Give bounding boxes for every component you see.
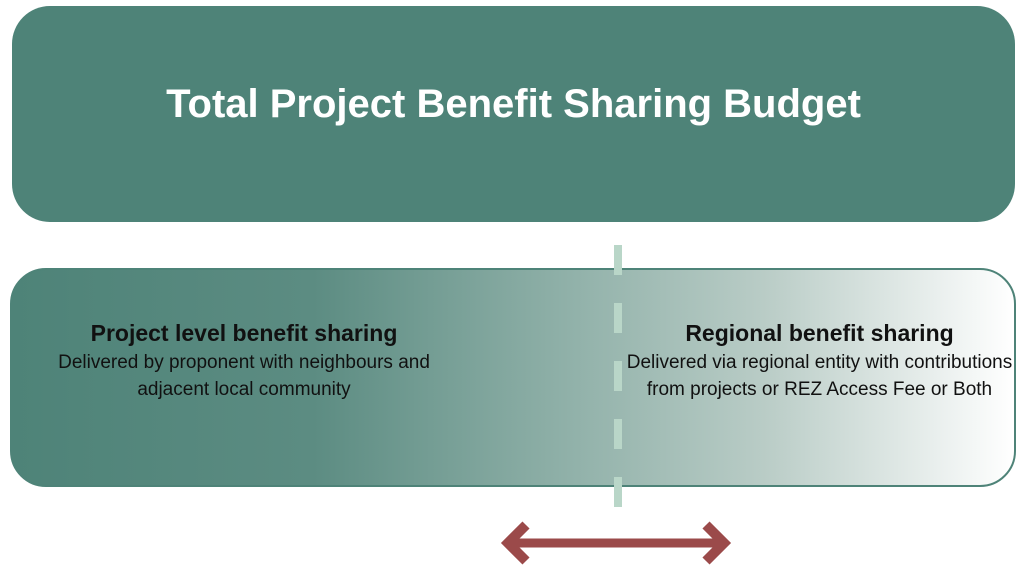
dashed-divider: [614, 245, 622, 510]
project-level-heading: Project level benefit sharing: [90, 320, 398, 346]
double-arrow-icon: [500, 521, 732, 565]
project-level-block: Project level benefit sharing Delivered …: [52, 320, 436, 403]
total-budget-box: Total Project Benefit Sharing Budget: [12, 6, 1015, 222]
regional-block: Regional benefit sharing Delivered via r…: [622, 320, 1017, 403]
regional-description: Delivered via regional entity with contr…: [626, 352, 1013, 400]
regional-heading: Regional benefit sharing: [685, 320, 954, 346]
benefit-sharing-spectrum: Project level benefit sharing Delivered …: [10, 268, 1016, 487]
project-level-description: Delivered by proponent with neighbours a…: [58, 352, 430, 400]
diagram-title: Total Project Benefit Sharing Budget: [166, 81, 861, 126]
